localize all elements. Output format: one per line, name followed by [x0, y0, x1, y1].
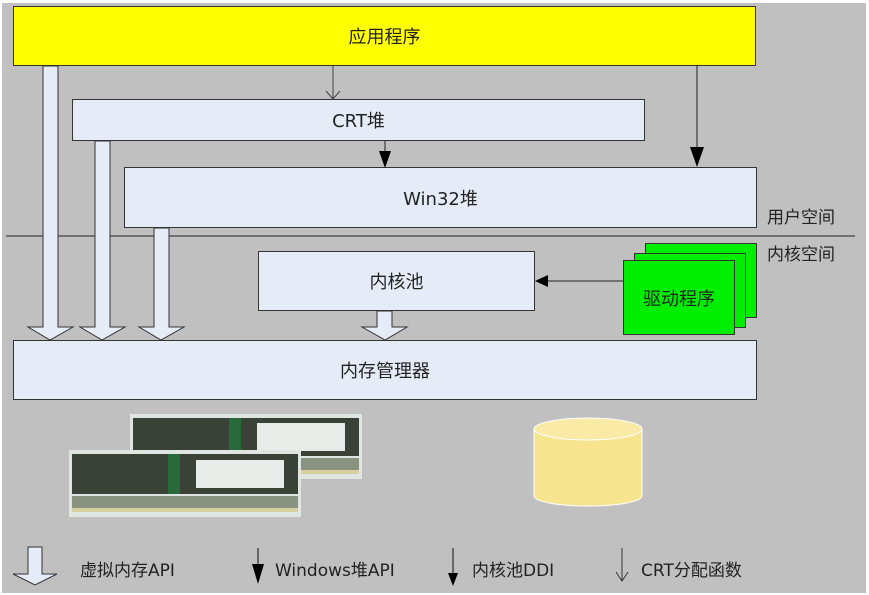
crt-heap-label: CRT堆 [332, 111, 385, 132]
application-box: 应用程序 [13, 6, 756, 66]
legend-crt-alloc-functions: CRT分配函数 [641, 561, 742, 581]
kernel-pool-box: 内核池 [258, 251, 535, 311]
kernel-pool-ddi-arrow [535, 275, 623, 287]
user-space-label: 用户空间 [767, 208, 835, 228]
ram-modules-image [69, 414, 362, 517]
win32-heap-label: Win32堆 [403, 188, 478, 210]
virtual-memory-arrow-app [26, 65, 75, 341]
application-label: 应用程序 [348, 27, 421, 48]
win32-heap-box: Win32堆 [124, 167, 757, 228]
crt-heap-box: CRT堆 [72, 99, 645, 141]
ram-module-front [69, 450, 301, 517]
legend-filled-bold-arrow-icon [252, 548, 264, 584]
legend-windows-heap-api: Windows堆API [275, 561, 395, 581]
kernel-pool-to-memory-arrow [360, 310, 409, 341]
crt-alloc-arrow [325, 66, 341, 100]
virtual-memory-arrow-win32 [137, 227, 186, 341]
drivers-label: 驱动程序 [643, 288, 715, 310]
memory-manager-label: 内存管理器 [340, 361, 430, 382]
legend-open-arrow-icon [615, 548, 629, 582]
kernel-pool-label: 内核池 [369, 272, 424, 293]
legend-filled-thin-arrow-icon [448, 548, 458, 586]
legend-kernel-pool-ddi: 内核池DDI [472, 561, 555, 581]
disk-cylinder-image [533, 417, 643, 507]
kernel-space-label: 内核空间 [767, 245, 835, 265]
legend-virtual-memory-api: 虚拟内存API [80, 561, 175, 581]
windows-heap-arrow-crt [379, 141, 391, 168]
windows-heap-arrow-app [690, 66, 704, 167]
virtual-memory-arrow-crt [78, 140, 127, 341]
drivers-box: 驱动程序 [623, 260, 735, 335]
legend-hollow-arrow-icon [12, 546, 58, 586]
